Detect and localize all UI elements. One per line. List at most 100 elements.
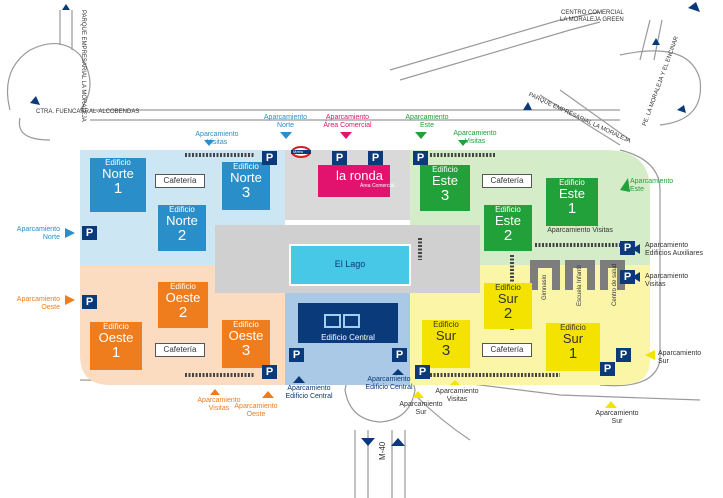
road-ctra: CTRA. FUENCARRAL-ALCOBENDAS	[36, 109, 140, 115]
el-lago-label: El Lago	[334, 259, 366, 269]
escuela-label: Escuela Infantil	[577, 265, 583, 306]
bld-label: Edificio	[433, 320, 459, 329]
parking-icon[interactable]: P	[289, 348, 304, 362]
entry-arrows	[30, 2, 700, 446]
parking-icon[interactable]: P	[413, 151, 428, 165]
bld-number: 3	[241, 184, 251, 201]
bld-name: Oeste	[228, 328, 264, 343]
bld-label: Edificio	[105, 158, 131, 167]
centro-salud-label: Centro de salud	[612, 263, 618, 306]
la-ronda-block	[318, 165, 390, 197]
lbl-central2: Aparcamiento Edificio Central	[365, 376, 413, 391]
bld-label: Edificio	[432, 165, 458, 174]
parking-icon[interactable]: P	[82, 295, 97, 309]
cafeteria-norte: Cafetería	[155, 174, 205, 188]
bld-number: 3	[241, 342, 251, 359]
lbl-visitas-norte: Aparcamiento Visitas	[195, 131, 239, 146]
cafeteria-este: Cafetería	[482, 174, 532, 188]
edificio-este-1[interactable]: Edificio Este 1	[546, 178, 598, 226]
edificio-sur-3[interactable]: Edificio Sur 3	[422, 320, 470, 368]
lbl-sur-bottom: Aparcamiento Sur	[399, 401, 443, 416]
cafeteria-sur: Cafetería	[482, 343, 532, 357]
lbl-sur-bottom-right: Aparcamiento Sur	[595, 410, 639, 425]
bld-label: Edificio	[233, 162, 259, 171]
parking-icon[interactable]: P	[262, 365, 277, 379]
edificio-central-block	[298, 303, 398, 343]
lbl-norte-left: Aparcamiento Norte	[16, 226, 60, 241]
lbl-aux: Aparcamiento Edificios Auxiliares	[645, 242, 703, 257]
bld-number: 3	[440, 187, 450, 204]
parking-icon[interactable]: P	[82, 226, 97, 240]
edificio-oeste-1[interactable]: Edificio Oeste 1	[90, 322, 142, 370]
bld-name: Oeste	[165, 290, 201, 305]
bld-name: Sur	[562, 331, 584, 346]
bld-name: Este	[558, 186, 585, 201]
bld-label: Edificio	[169, 205, 195, 214]
gimnasio-label: Gimnasio	[542, 274, 548, 300]
bld-name: Norte	[230, 170, 262, 185]
lbl-oeste-left: Aparcamiento Oeste	[16, 296, 60, 311]
aux-buildings	[530, 260, 625, 290]
top-label-line2: LA MORALEJA GREEN	[560, 17, 624, 23]
metro-label: Metro	[293, 149, 304, 154]
bld-name: Sur	[497, 291, 519, 306]
edificio-sur-1[interactable]: Edificio Sur 1	[546, 323, 600, 371]
road-m40: M-40	[378, 441, 387, 460]
edificio-central-label: Edificio Central	[321, 333, 375, 342]
bld-label: Edificio	[495, 205, 521, 214]
parking-icon[interactable]: P	[262, 151, 277, 165]
bld-number: 2	[503, 227, 513, 244]
bld-number: 1	[113, 180, 123, 197]
bld-name: Oeste	[98, 330, 134, 345]
edificio-norte-2[interactable]: Edificio Norte 2	[158, 205, 206, 251]
bld-number: 3	[441, 342, 451, 359]
bld-name: Este	[494, 213, 521, 228]
cafeteria-oeste: Cafetería	[155, 343, 205, 357]
lbl-visitas-aux: Aparcamiento Visitas	[645, 273, 689, 288]
bld-label: Edificio	[103, 322, 129, 331]
bld-label: Edificio	[233, 320, 259, 329]
bld-name: Norte	[166, 213, 198, 228]
lbl-oeste-bottom: Aparcamiento Oeste	[234, 403, 278, 418]
lbl-visitas-este: Aparcamiento Visitas	[453, 130, 497, 145]
lbl-este-top: Aparcamiento Este	[405, 114, 449, 129]
edificio-este-3[interactable]: Edificio Este 3	[420, 165, 470, 211]
road-parque-left: PARQUE EMPRESARIAL LA MORALEJA	[80, 10, 86, 122]
lbl-central: Aparcamiento Edificio Central	[285, 385, 333, 400]
parking-icon[interactable]: P	[392, 348, 407, 362]
lbl-visitas-sur: Aparcamiento Visitas	[435, 388, 479, 403]
edificio-oeste-2[interactable]: Edificio Oeste 2	[158, 282, 208, 328]
parking-icon[interactable]: P	[368, 151, 383, 165]
edificio-norte-1[interactable]: Edificio Norte 1	[90, 158, 146, 212]
parking-icon[interactable]: P	[616, 348, 631, 362]
bld-name: Este	[431, 173, 458, 188]
bld-number: 1	[111, 344, 121, 361]
lbl-visitas-oeste: Aparcamiento Visitas	[197, 397, 241, 412]
edificio-este-2[interactable]: Edificio Este 2	[484, 205, 532, 251]
parking-icon[interactable]: P	[620, 270, 635, 284]
lbl-norte: Aparcamiento Norte	[263, 114, 308, 129]
bld-number: 2	[178, 304, 188, 321]
edificio-oeste-3[interactable]: Edificio Oeste 3	[222, 320, 270, 368]
bld-number: 1	[568, 345, 578, 362]
bld-label: Edificio	[560, 323, 586, 332]
parking-icon[interactable]: P	[332, 151, 347, 165]
parking-icon[interactable]: P	[620, 241, 635, 255]
lbl-area-comercial: Aparcamiento Área Comercial	[323, 114, 372, 129]
lbl-visitas-este1: Aparcamiento Visitas	[547, 227, 613, 234]
bld-label: Edificio	[495, 283, 521, 292]
parking-icon[interactable]: P	[415, 365, 430, 379]
edificio-norte-3[interactable]: Edificio Norte 3	[222, 162, 270, 210]
bld-label: Edificio	[559, 178, 585, 187]
parking-icon[interactable]: P	[600, 362, 615, 376]
lbl-este-right: Aparcamiento Este	[630, 178, 674, 193]
top-label-line1: CENTRO COMERCIAL	[561, 10, 624, 16]
centro-comercial-label: CENTRO COMERCIAL LA MORALEJA GREEN	[560, 10, 624, 24]
bld-label: Edificio	[170, 282, 196, 291]
lbl-sur-right: Aparcamiento Sur	[658, 350, 702, 365]
la-ronda-title: la ronda	[336, 168, 383, 183]
bld-name: Norte	[102, 166, 134, 181]
el-lago-pond	[289, 244, 411, 286]
bld-number: 2	[177, 227, 187, 244]
edificio-sur-2[interactable]: Edificio Sur 2	[484, 283, 532, 329]
